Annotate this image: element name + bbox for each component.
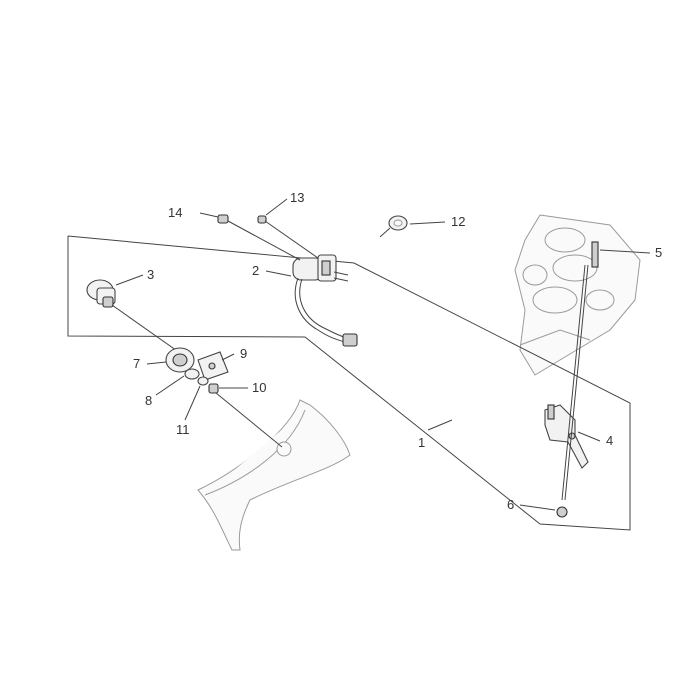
callout-7: 7: [133, 356, 140, 371]
part-6-nut: [556, 506, 568, 518]
callout-3: 3: [147, 267, 154, 282]
engine-block: [514, 214, 641, 376]
part-7-bushing: [165, 347, 195, 373]
part-11-nut: [197, 376, 209, 386]
part-3-knob: [86, 279, 191, 361]
callout-1: 1: [418, 435, 425, 450]
part-4-bracket: [544, 404, 589, 469]
callout-13: 13: [290, 190, 304, 205]
callout-5: 5: [655, 245, 662, 260]
callout-labels: 1 2 3 4 5 6 7 8 9 10 11 12 13 14: [133, 190, 662, 512]
callout-9: 9: [240, 346, 247, 361]
callout-11: 11: [176, 422, 190, 437]
part-9-plate: [197, 351, 229, 381]
part-14-screw: [217, 214, 301, 261]
callout-4: 4: [606, 433, 613, 448]
part-12-clip: [379, 215, 408, 238]
callout-6: 6: [507, 497, 514, 512]
part-2-solenoid: [292, 254, 358, 347]
callout-12: 12: [451, 214, 465, 229]
callout-8: 8: [145, 393, 152, 408]
group-outline: [67, 235, 631, 531]
callout-10: 10: [252, 380, 266, 395]
part-10-bolt: [208, 383, 283, 448]
leader-lines: [115, 198, 651, 511]
part-8-washer: [184, 368, 200, 380]
part-13-screw: [257, 215, 319, 259]
part-5-rod: [561, 241, 599, 501]
front-cover-panel: [197, 399, 351, 551]
callout-14: 14: [168, 205, 182, 220]
callout-2: 2: [252, 263, 259, 278]
